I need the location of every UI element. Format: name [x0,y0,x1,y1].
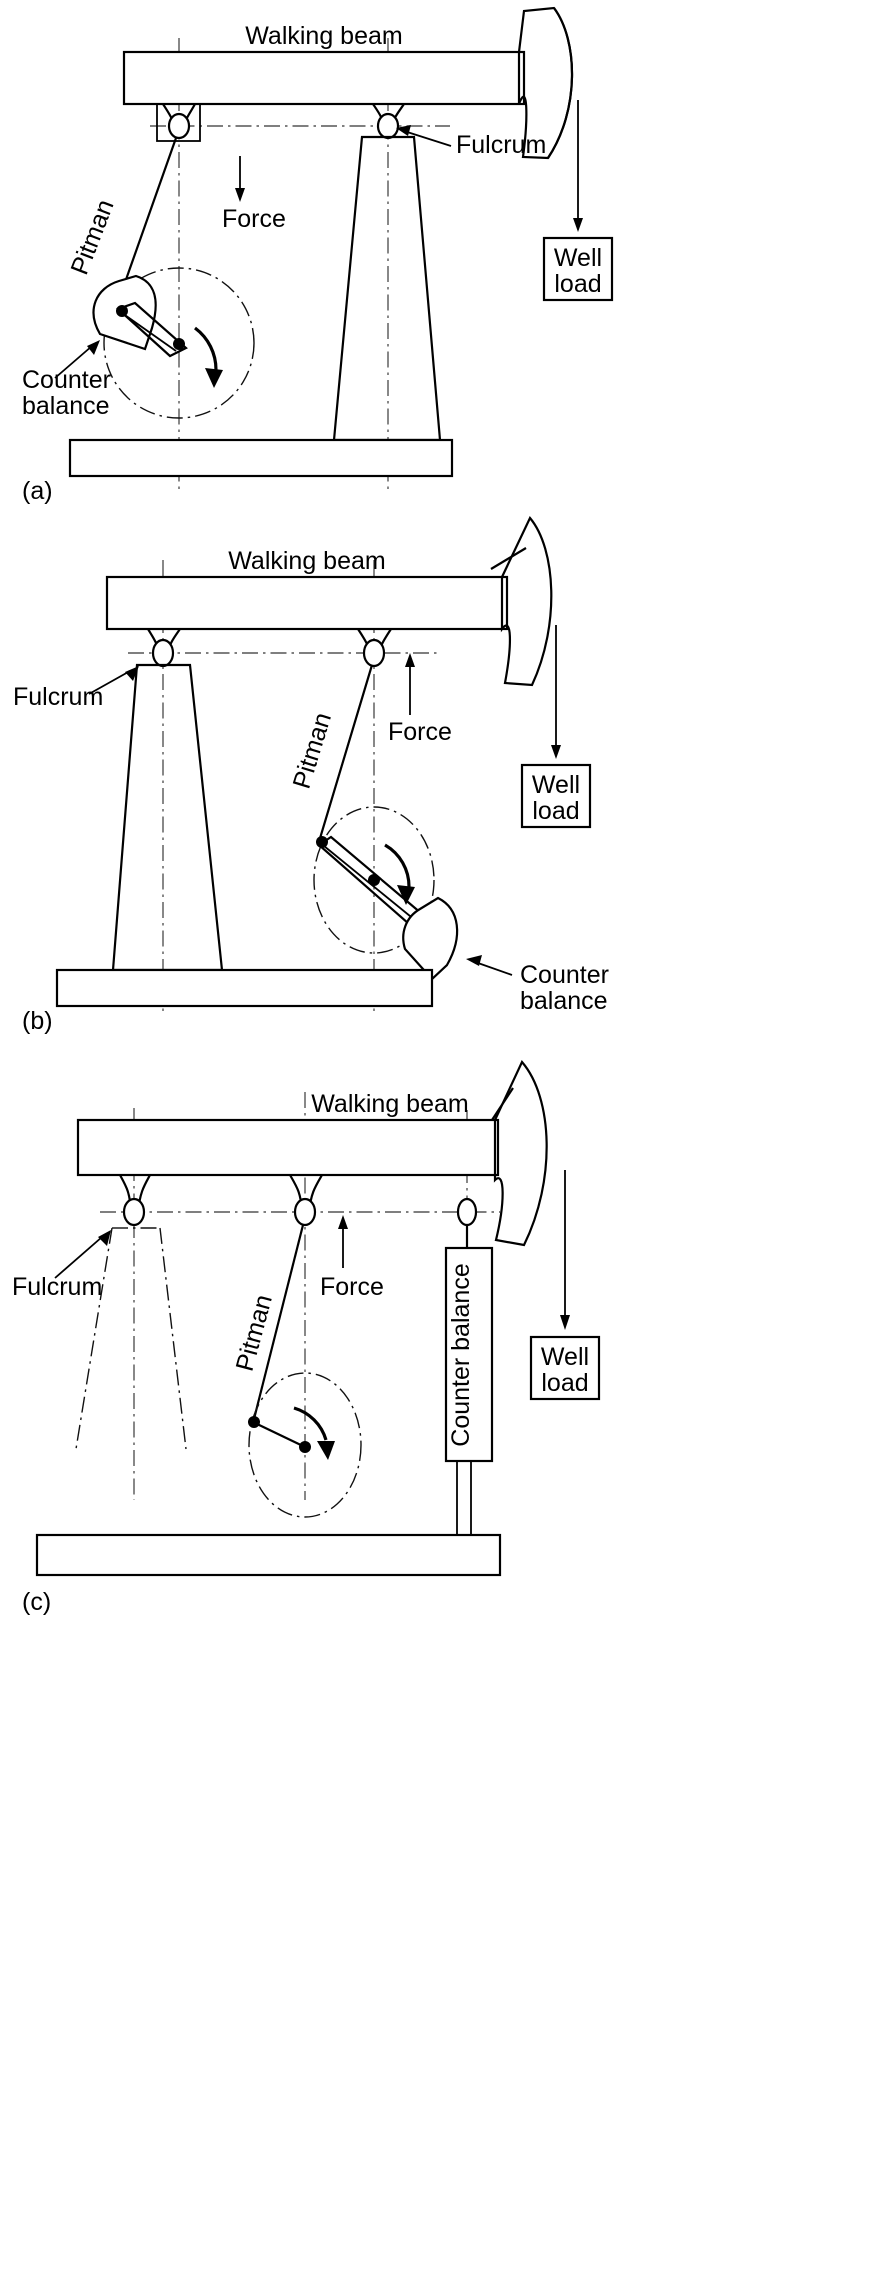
fulcrum-pivot-c [122,1197,146,1227]
walking-beam-b [105,575,509,631]
walking-beam-label-a: Walking beam [245,22,402,50]
walking-beam-c [76,1118,500,1177]
crank-arm-c [254,1422,306,1448]
pitman-bearing-box-a [156,103,201,142]
walking-beam-label-c: Walking beam [311,1090,468,1118]
base-plate-c [35,1533,502,1577]
fulcrum-pivot-b [151,638,175,668]
well-load-box-c [529,1335,601,1401]
samson-post-left-outline-c [75,1227,113,1450]
panel-c-svg: Well load Fulcrum Force Pitman [12,1059,601,1577]
force-label-c: Force [320,1273,384,1301]
horsehead-b [500,515,553,687]
panel-b: Well load Fulcrum Force Pitman [0,505,890,1035]
panel-a-svg: Well load Fulcrum Force Pitman [22,6,614,490]
panel-a: Well load Fulcrum Force Pitman [0,0,890,505]
panel-caption-b: (b) [22,1007,53,1035]
fulcrum-label-a: Fulcrum [456,131,546,159]
crank-arm-a [115,301,188,358]
pitman-rod-c [251,1224,305,1424]
fulcrum-arrowhead-c [98,1230,111,1246]
pitman-pivot-b [362,638,386,668]
counterweight-b [402,896,459,981]
bridle-arrowhead-a [573,218,583,232]
well-load-box-a [542,236,614,302]
panel-caption-c: (c) [22,1588,52,1616]
rotation-arrowhead-b [397,885,415,905]
force-arrowhead-c [338,1215,348,1229]
counterbalance-label-a-line2: balance [22,392,110,420]
crank-pin-c [248,1416,260,1428]
panel-c-drawing: Well load Fulcrum Force Pitman [0,1040,890,2270]
fulcrum-leader-c [54,1236,103,1279]
force-arrowhead-b [405,653,415,667]
well-load-label-c-line1: Well [541,1343,589,1371]
crank-circle-a [103,267,255,419]
counterbalance-label-c: Counter balance [447,1263,475,1446]
pitman-label-b: Pitman [288,709,338,792]
rotation-arc-b [384,843,411,888]
counterbalance-arrowhead-b [466,955,482,966]
fulcrum-arrowhead-b [125,666,139,681]
horsehead-tick-b [490,547,527,570]
pitman-rod-b [316,664,374,846]
counterbalance-label-a-line1: Counter [22,366,111,394]
crank-pin-a [116,305,128,317]
crank-center-b [368,874,380,886]
counterbalance-label-b-line1: Counter [520,961,609,989]
base-plate-b [55,968,434,1008]
fulcrum-leader-b [88,670,131,695]
well-load-label-c-line2: load [541,1369,588,1397]
well-load-label-b-line1: Well [532,771,580,799]
force-arrowhead-a [235,188,245,202]
crank-arm-inner-a [121,312,177,352]
force-label-a: Force [222,205,286,233]
walking-beam-label-b: Walking beam [228,547,385,575]
well-load-label-a-line2: load [554,270,601,298]
base-plate-a [68,438,454,478]
force-label-b: Force [388,718,452,746]
fulcrum-leader-a [403,130,452,147]
counterbalance-box-c [444,1246,494,1463]
fulcrum-label-b: Fulcrum [13,683,103,711]
well-load-label-b-line2: load [532,797,579,825]
well-load-box-b [520,763,592,829]
bridle-arrowhead-b [551,745,561,759]
samson-post-right-outline-c [159,1227,187,1450]
walking-beam-a [122,50,526,106]
rotation-arc-a [194,326,218,371]
counterbalance-leader-a [54,345,93,379]
panel-caption-a: (a) [22,477,53,505]
pitman-pivot-a [167,112,191,140]
horsehead-c [493,1059,548,1247]
well-load-label-a-line1: Well [554,244,602,272]
horsehead-tick-c [491,1087,514,1121]
crank-circle-b [313,806,435,954]
samson-post-a [332,135,442,442]
rotation-arrowhead-a [205,368,223,388]
crank-pin-b [316,836,328,848]
panel-b-svg: Well load Fulcrum Force Pitman [13,515,609,1015]
counterbalance-leader-b [477,962,513,976]
crank-center-c [299,1441,311,1453]
panel-c: Well load Fulcrum Force Pitman [0,1040,890,2270]
panel-b-drawing: Well load Fulcrum Force Pitman [0,505,890,1025]
pitman-pivot-c [293,1197,317,1227]
fulcrum-arrowhead-a [396,125,411,136]
panel-a-drawing: Well load Fulcrum Force Pitman [0,0,890,500]
counterbalance-arrowhead-a [87,340,100,355]
crank-center-a [173,338,185,350]
rotation-arc-c [293,1406,328,1441]
fulcrum-pivot-a [376,112,400,140]
rotation-arrowhead-c [317,1441,335,1460]
horsehead-a-outer [547,7,574,159]
crank-circle-c [248,1372,362,1518]
counterbalance-label-b-line2: balance [520,987,608,1015]
counterbalance-pivot-c [456,1197,478,1227]
fulcrum-label-c: Fulcrum [12,1273,102,1301]
samson-post-b [111,663,224,972]
bridle-arrowhead-c [560,1315,570,1330]
pitman-label-a: Pitman [66,196,120,279]
pitman-label-c: Pitman [231,1292,278,1374]
